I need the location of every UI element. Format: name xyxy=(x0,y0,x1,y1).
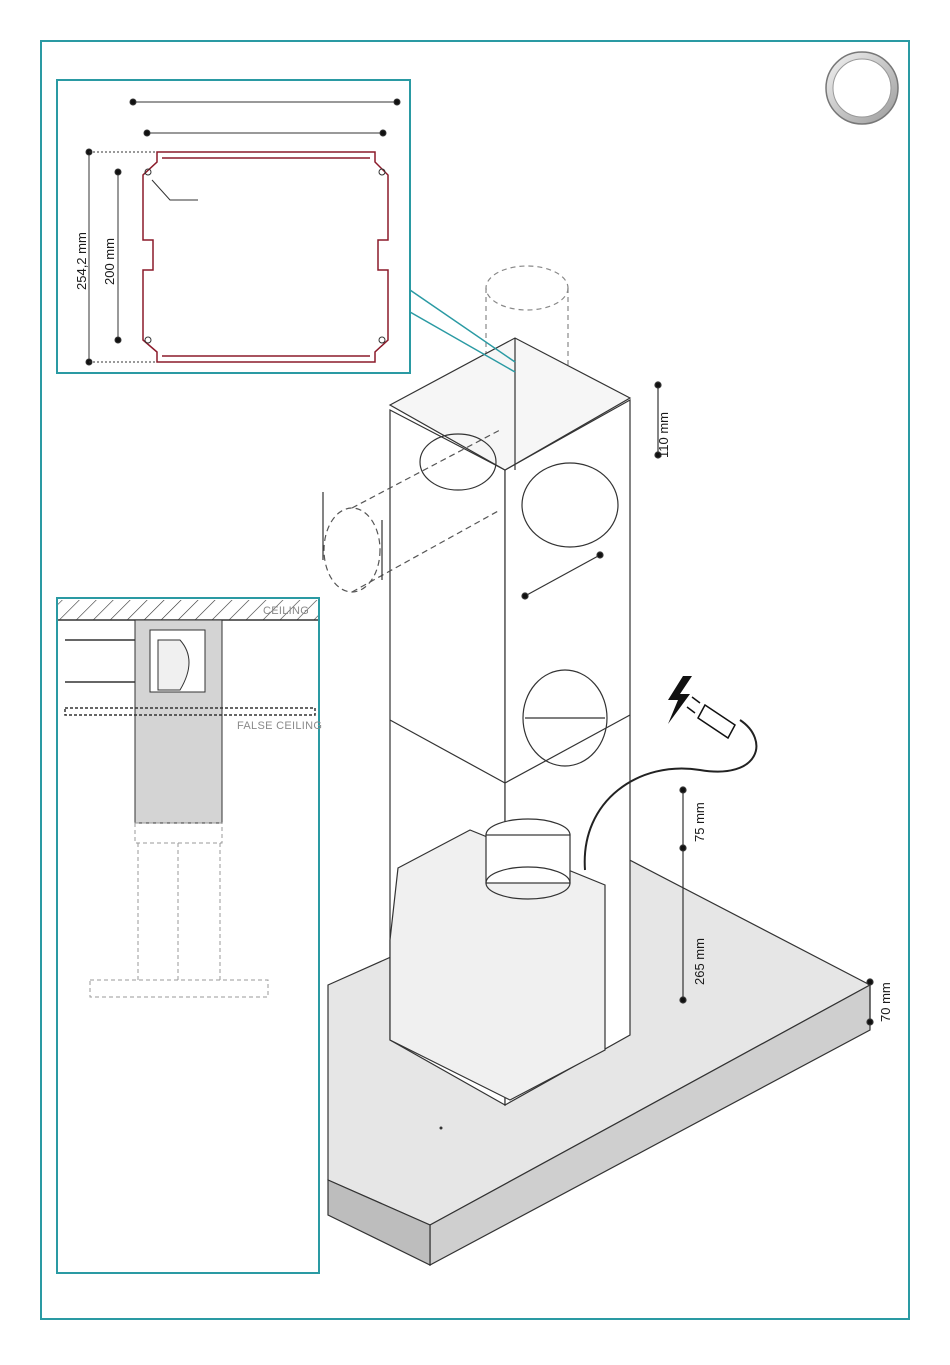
dim-motor-height: 265 mm xyxy=(692,938,707,985)
step-circle-icon xyxy=(826,52,898,124)
false-ceiling-label: FALSE CEILING xyxy=(237,720,322,732)
dim-top-offset: 110 mm xyxy=(656,412,671,458)
dim-hole-spacing: 200 mm xyxy=(102,238,117,285)
dim-canopy-thickness: 70 mm xyxy=(878,982,893,1022)
ceiling-inset: CEILING FALSE CEILING xyxy=(57,598,322,1273)
power-plug-icon xyxy=(687,697,735,738)
lightning-icon xyxy=(668,676,692,724)
main-tower-drawing xyxy=(323,266,873,1265)
dim-overall-height: 254,2 mm xyxy=(74,232,89,290)
ceiling-label: CEILING xyxy=(263,605,309,617)
dim-duct-offset: 75 mm xyxy=(692,802,707,842)
mounting-plate-inset: 254,2 mm 200 mm xyxy=(57,80,515,373)
